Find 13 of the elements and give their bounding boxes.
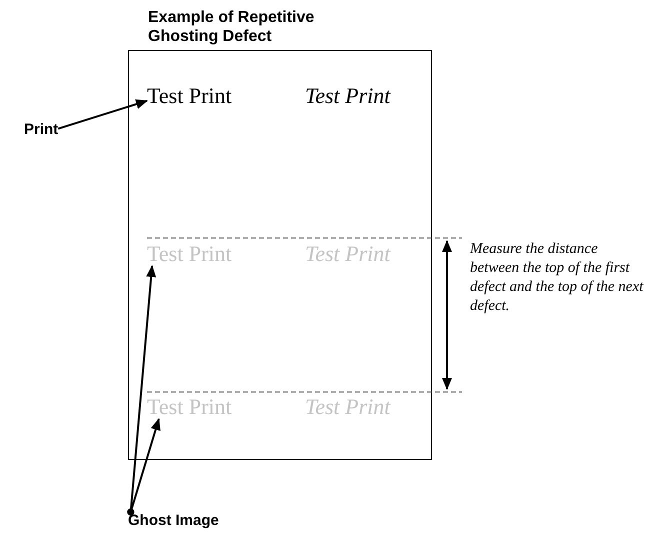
ghost-text: Test Print [147,242,232,266]
ghost-text: Test Print [147,395,232,419]
paper-sheet [128,50,432,460]
note-text: Measure the distance between the top of the first defect and the top of the next defect. [470,240,644,316]
leader-arrow [58,99,148,130]
callout-label: Ghost Image [128,512,219,529]
ghost-text: Test Print [305,242,390,266]
ghost-text: Test Print [305,395,390,419]
callout-label: Print [24,121,58,138]
leader-arrow [127,418,160,516]
print-text: Test Print [305,84,390,108]
title: Example of Repetitive Ghosting Defect [148,8,316,46]
print-text: Test Print [147,84,232,108]
